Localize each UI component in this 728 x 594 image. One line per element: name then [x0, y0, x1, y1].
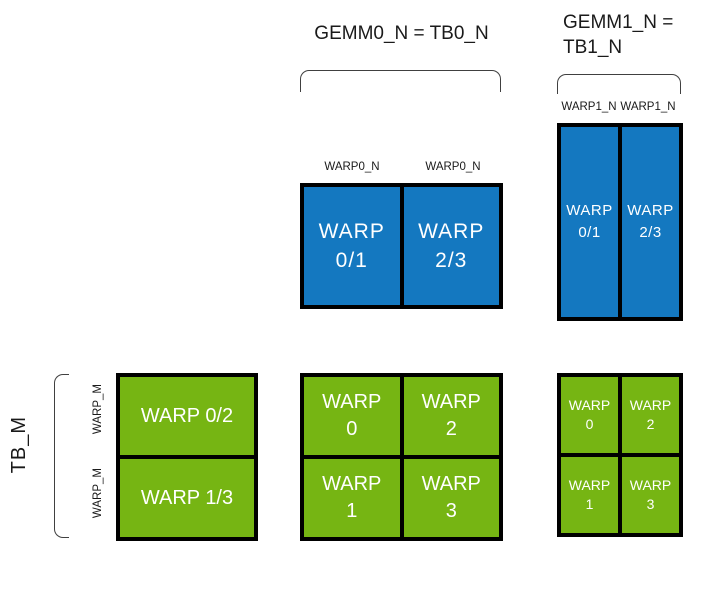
warp-tile-1: WARP 1 [561, 457, 618, 533]
tb-m-label: TB_M [8, 416, 30, 474]
warp-tile-2-3: WARP 2/3 [403, 187, 499, 305]
warp0-n-label: WARP0_N [425, 161, 481, 173]
warp-tile-id: 2 [646, 416, 655, 432]
warp-tile-2: WARP 2 [622, 377, 679, 453]
warp-tile-label: WARP [568, 397, 611, 413]
warp-tile-3: WARP 3 [403, 459, 499, 537]
warp-tile-label: WARP [629, 477, 672, 493]
warp-tile-id: 2 [445, 418, 457, 440]
warp-tile-1-3: WARP 1/3 [120, 459, 254, 537]
gemm1-n-title-line2: TB1_N [563, 37, 623, 58]
gemm0-n-title: GEMM0_N = TB0_N [314, 23, 489, 44]
warp-m-label: WARP_M [92, 384, 104, 435]
warp-tile-ids: 0/1 [335, 249, 368, 272]
warp-tile-0: WARP 0 [561, 377, 618, 453]
warp-tile-label: WARP [629, 397, 672, 413]
gemm0-n-warp-tiles: WARP 0/1 WARP 2/3 [300, 183, 503, 309]
warp-tile-label: WARP [322, 473, 382, 495]
warp-tile-0-1: WARP 0/1 [561, 127, 618, 317]
gemm1-n-title: GEMM1_N = TB1_N [563, 10, 673, 60]
warp-tile-ids: 2/3 [639, 224, 662, 241]
warp-tile-label: WARP 0/2 [140, 404, 234, 427]
gemm1-n-warp-tiles: WARP 0/1 WARP 2/3 [557, 123, 683, 321]
warp-tile-ids: 0/1 [578, 224, 601, 241]
warp-tile-2: WARP 2 [403, 377, 499, 455]
gemm1-n-title-line1: GEMM1_N = [563, 12, 674, 33]
warp-tile-id: 0 [346, 418, 358, 440]
warp-tile-label: WARP [318, 220, 385, 243]
warp0-n-label: WARP0_N [324, 161, 380, 173]
warp-tile-2-3: WARP 2/3 [622, 127, 679, 317]
warp-tile-0-1: WARP 0/1 [304, 187, 400, 305]
warp-tile-label: WARP [568, 477, 611, 493]
warp1-n-label: WARP1_N [620, 101, 676, 113]
gemm0-warp-grid: WARP 0 WARP 2 WARP 1 WARP 3 [300, 373, 503, 541]
warp-tile-0: WARP 0 [304, 377, 400, 455]
warp-tile-id: 0 [585, 416, 594, 432]
warp-tile-id: 1 [346, 500, 358, 522]
warp-m-label: WARP_M [92, 468, 104, 519]
warp-tile-label: WARP [566, 202, 613, 219]
warp-tile-3: WARP 3 [622, 457, 679, 533]
warp-tile-id: 3 [445, 500, 457, 522]
gemm1-n-extent-bracket [557, 74, 681, 94]
warp-tile-label: WARP [322, 391, 382, 413]
warp-tile-label: WARP [627, 202, 674, 219]
warp-tile-ids: 2/3 [435, 249, 468, 272]
tb-m-warp-tiles: WARP 0/2 WARP 1/3 [116, 373, 258, 541]
warp-tile-0-2: WARP 0/2 [120, 377, 254, 455]
warp1-n-label: WARP1_N [561, 101, 617, 113]
warp-tile-label: WARP [418, 220, 485, 243]
gemm0-n-extent-bracket [300, 70, 501, 92]
tb-m-extent-bracket [54, 374, 69, 538]
warp-tile-label: WARP [421, 473, 481, 495]
warp-tile-label: WARP 1/3 [140, 486, 234, 509]
gemm1-warp-grid: WARP 0 WARP 2 WARP 1 WARP 3 [557, 373, 683, 537]
warp-tile-id: 1 [585, 496, 594, 512]
warp-tile-label: WARP [421, 391, 481, 413]
warp-tile-1: WARP 1 [304, 459, 400, 537]
warp-tile-id: 3 [646, 496, 655, 512]
